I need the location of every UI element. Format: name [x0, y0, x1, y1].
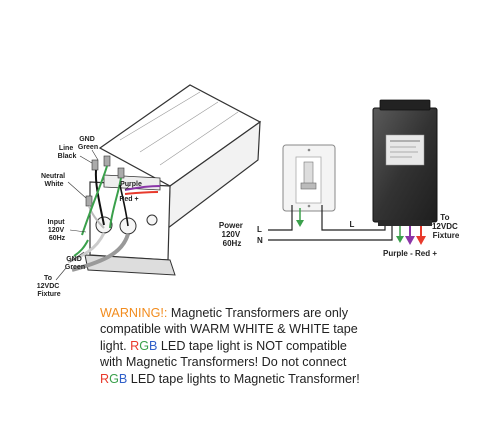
warning-heading: WARNING!:: [100, 306, 168, 320]
red-output-arrow: [416, 236, 426, 245]
transformer-label-sticker: [385, 134, 425, 166]
label-to-fixture-left: To 12VDC Fixture: [37, 275, 62, 298]
rgb-r: R: [100, 371, 110, 386]
label-input: Input 120V 60Hz: [47, 219, 66, 242]
warning-text: WARNING!: Magnetic Transformers are only…: [100, 306, 360, 386]
label-gnd-green-top: GND Green: [78, 136, 98, 151]
label-neutral-white: Neutral White: [41, 173, 67, 188]
label-red-plus: Red +: [119, 196, 138, 203]
label-line-black: Line Black: [58, 145, 77, 160]
output-cable-gray: [71, 233, 130, 272]
label-l: L: [257, 225, 262, 234]
wire-red: [124, 191, 159, 195]
label-l-line: L: [350, 220, 355, 229]
left-transformer-diagram: GND Green Line Black Neutral White Input…: [37, 84, 262, 298]
wire-purple: [124, 185, 161, 191]
rgb-r: R: [130, 338, 140, 353]
wire-n-neutral: [268, 226, 393, 241]
label-purple-red: Purple - Red +: [383, 249, 437, 258]
dimmer-slider-icon: [303, 161, 314, 187]
green-arrow-transformer: [396, 236, 404, 243]
wire-green-gnd-2: [109, 177, 122, 229]
rgb-b: B: [118, 371, 128, 386]
green-arrow-switch: [296, 220, 304, 227]
wire-black-line: [94, 169, 105, 226]
label-purple: Purple: [120, 181, 142, 188]
output-cable-white: [67, 232, 106, 264]
knockout-small: [146, 214, 158, 226]
wire-green-gnd: [81, 165, 108, 236]
rgb-g: G: [139, 338, 150, 353]
label-to-fixture-right: To 12VDC Fixture: [432, 213, 460, 240]
purple-output-arrow: [405, 236, 415, 245]
right-wiring-diagram: Power 120V 60Hz L N L To 12VDC Fixture P…: [219, 99, 460, 258]
rgb-g: G: [109, 371, 119, 386]
wire-l-hot: [268, 205, 293, 231]
label-power: Power 120V 60Hz: [219, 221, 245, 248]
label-n: N: [257, 236, 263, 245]
rgb-b: B: [149, 338, 158, 353]
wire-white-neutral: [88, 205, 105, 229]
label-gnd-green-bottom: GND Green: [65, 256, 85, 271]
